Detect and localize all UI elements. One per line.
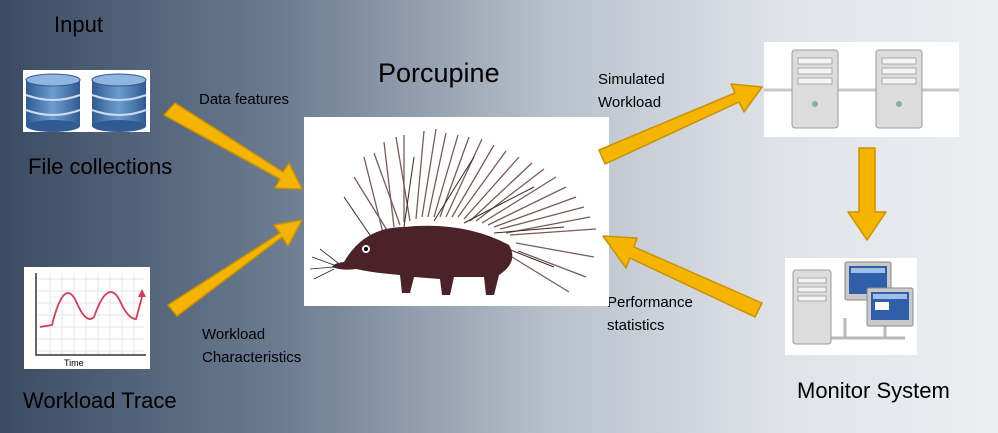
simulated-workload-label-line2: Workload	[598, 94, 662, 111]
porcupine-image	[309, 128, 597, 295]
database-icon	[25, 73, 147, 132]
input-heading: Input	[54, 12, 103, 37]
performance-statistics-label-line1: Performance	[607, 294, 693, 311]
porcupine-title: Porcupine	[378, 58, 500, 88]
simulated-workload-label-line1: Simulated	[598, 71, 665, 88]
arrow-data-features	[163, 102, 303, 190]
porcupine-image-panel	[304, 117, 609, 306]
arrow-performance-statistics	[602, 235, 763, 318]
file-collections-panel	[23, 70, 150, 132]
monitor-system-icon	[792, 261, 914, 345]
performance-statistics-label-line2: statistics	[607, 317, 665, 334]
workload-trace-panel: Time	[24, 267, 150, 369]
arrow-servers-to-monitor	[847, 147, 887, 241]
monitor-system-label: Monitor System	[797, 378, 950, 403]
workload-characteristics-label-line1: Workload	[202, 326, 266, 343]
trace-chart-icon: Time	[35, 273, 146, 368]
workload-trace-label: Workload Trace	[23, 388, 177, 413]
arrow-workload-characteristics	[167, 219, 303, 317]
servers-panel	[764, 42, 959, 137]
data-features-label: Data features	[199, 91, 290, 108]
arrow-simulated-workload	[598, 83, 763, 165]
workload-characteristics-label-line2: Characteristics	[202, 349, 302, 366]
trace-axis-label: Time	[64, 358, 84, 368]
server-icon	[764, 49, 959, 129]
monitor-system-panel	[785, 258, 917, 355]
file-collections-label: File collections	[28, 154, 173, 179]
